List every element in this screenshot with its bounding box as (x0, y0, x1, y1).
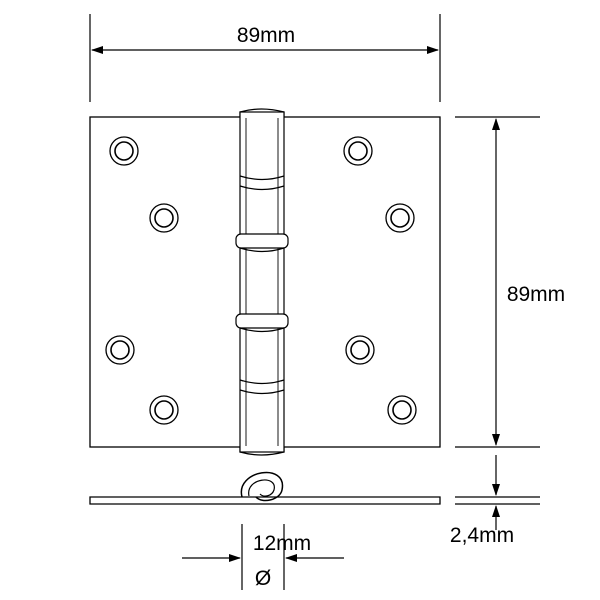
screw-hole (149, 395, 179, 425)
side-knuckle-outer (240, 471, 284, 502)
screw-hole (105, 335, 135, 365)
thickness-label: 2,4mm (450, 524, 514, 547)
screw-hole (343, 136, 373, 166)
knuckle-separator-1b (239, 185, 285, 191)
height-label: 89mm (507, 283, 565, 306)
hinge-side-view (89, 471, 441, 505)
thickness-dimension (455, 455, 540, 530)
knuckle-separator-1 (239, 175, 285, 181)
pin-label: 12mm (253, 532, 311, 555)
screw-hole (387, 395, 417, 425)
height-dimension (455, 116, 540, 448)
bearing-ring-lower (235, 313, 289, 329)
knuckle-barrel (239, 111, 285, 453)
width-label: 89mm (237, 24, 295, 47)
screw-hole (109, 136, 139, 166)
screw-hole (345, 335, 375, 365)
bearing-upper-curve (239, 247, 285, 253)
side-knuckle-inner (248, 479, 275, 497)
screw-hole (385, 203, 415, 233)
bearing-ring-upper (235, 233, 289, 249)
knuckle-separator-2b (239, 389, 285, 395)
bearing-lower-curve (239, 327, 285, 333)
screw-holes (105, 136, 417, 425)
hinge-knuckle (235, 108, 289, 456)
knuckle-separator-2 (239, 379, 285, 385)
pin-dimension (182, 524, 344, 590)
width-dimension (89, 14, 441, 102)
screw-hole (149, 203, 179, 233)
diameter-symbol: Ø (255, 567, 271, 590)
